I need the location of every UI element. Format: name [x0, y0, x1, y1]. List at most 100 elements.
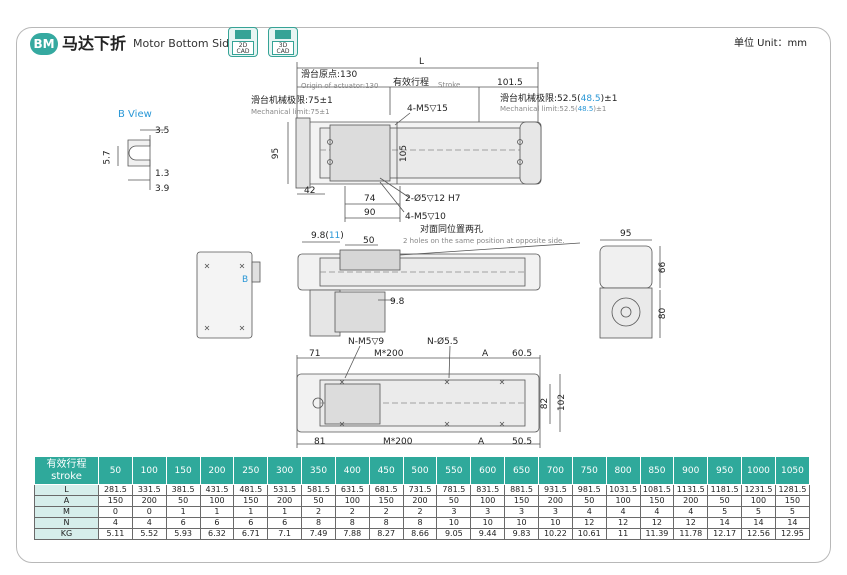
dim-1-3: 1.3 [155, 169, 170, 179]
table-cell: 2 [368, 506, 404, 518]
table-cell: 12.56 [741, 528, 776, 540]
table-cell: 8.66 [402, 528, 438, 540]
end-view-left [196, 251, 253, 339]
dim-9-8: 9.8 [390, 297, 405, 307]
bottom-motor [324, 383, 381, 425]
table-cell: 50 [707, 495, 743, 507]
cad-3d-button[interactable]: 3D CAD [268, 27, 298, 57]
stroke-column-header: 750 [571, 456, 607, 485]
table-cell: 1 [165, 506, 201, 518]
dim-9-8-11: 9.8(11) [311, 231, 344, 241]
mech-limit-left-cn: 滑台机械极限:75±1 [251, 96, 333, 106]
table-cell: 981.5 [571, 484, 607, 496]
table-cell: 14 [774, 517, 811, 529]
cad-2d-label: 2D CAD [232, 41, 254, 55]
table-cell: 3 [504, 506, 539, 518]
mech-limit-left-en: Mechanical limit:75±1 [251, 108, 330, 116]
stroke-column-header: 50 [98, 456, 133, 485]
dim-71: 71 [309, 349, 321, 359]
table-cell: 0 [131, 506, 167, 518]
dim-m-200-bottom: M*200 [383, 437, 413, 447]
table-cell: 12.17 [707, 528, 743, 540]
table-cell: 12 [571, 517, 607, 529]
b-view-title: B View [118, 109, 152, 120]
table-cell: 50 [436, 495, 472, 507]
table-cell: 5 [741, 506, 776, 518]
dim-5-7: 5.7 [102, 150, 113, 165]
table-cell: 12 [673, 517, 709, 529]
mech-limit-right-cn: 滑台机械极限:52.5(48.5)±1 [500, 94, 618, 104]
table-cell: 150 [504, 495, 539, 507]
dim-101-5: 101.5 [497, 78, 523, 88]
mount-hole [517, 159, 523, 165]
table-cell: 2 [334, 506, 370, 518]
tap-4-m5-15: 4-M5▽15 [407, 104, 448, 114]
table-cell: 50 [165, 495, 201, 507]
table-cell: 9.44 [470, 528, 506, 540]
table-cell: 12 [639, 517, 675, 529]
unit-label: 单位 Unit：mm [733, 38, 807, 49]
table-cell: 9.05 [436, 528, 472, 540]
table-cell: 6 [233, 517, 269, 529]
mount-hole [517, 139, 523, 145]
cad-2d-button[interactable]: 2D CAD [228, 27, 258, 57]
stroke-column-header: 550 [436, 456, 472, 485]
table-cell: 11 [605, 528, 641, 540]
table-cell: 100 [334, 495, 370, 507]
dim-90: 90 [364, 208, 376, 218]
table-cell: 2 [402, 506, 438, 518]
table-cell: 481.5 [233, 484, 269, 496]
mech-limit-right-en: Mechanical limit:52.5(48.5)±1 [500, 105, 607, 113]
table-cell: 3 [470, 506, 506, 518]
slider-block [329, 124, 391, 182]
table-cell: 1 [233, 506, 269, 518]
table-cell: 1031.5 [605, 484, 641, 496]
stroke-column-header: 900 [673, 456, 709, 485]
table-cell: 1 [267, 506, 303, 518]
tap-n-m5-9: N-M5▽9 [348, 337, 385, 347]
table-cell: 200 [131, 495, 167, 507]
motor-flange [599, 287, 653, 339]
dim-a-top: A [482, 349, 489, 359]
table-cell: 150 [233, 495, 269, 507]
table-cell: 100 [470, 495, 506, 507]
table-cell: 4 [131, 517, 167, 529]
stroke-column-header: 1050 [774, 456, 811, 485]
table-cell: 200 [402, 495, 438, 507]
dim-42: 42 [304, 186, 316, 196]
stroke-column-header: 450 [368, 456, 404, 485]
table-cell: 11.39 [639, 528, 675, 540]
dim-m-200-top: M*200 [374, 349, 404, 359]
dim-81: 81 [314, 437, 326, 447]
page-subtitle: Motor Bottom Side [133, 37, 236, 50]
disk-icon [275, 30, 291, 39]
page-title: 马达下折 [62, 34, 127, 53]
table-cell: 7.49 [301, 528, 336, 540]
stroke-column-header: 350 [301, 456, 336, 485]
hole-n-5-5: N-Ø5.5 [427, 337, 459, 347]
table-cell: 5 [774, 506, 811, 518]
table-cell: 150 [368, 495, 404, 507]
table-cell: 4 [673, 506, 709, 518]
origin-label-en: Origin of actuator:130 [301, 82, 379, 90]
table-cell: 10 [470, 517, 506, 529]
mount-hole [327, 159, 333, 165]
stroke-column-header: 700 [537, 456, 573, 485]
table-cell: 6 [199, 517, 235, 529]
row-label: A [34, 495, 99, 507]
stroke-column-header: 650 [504, 456, 539, 485]
stroke-label-cn: 有效行程 [393, 78, 430, 88]
table-cell: 1281.5 [774, 484, 811, 496]
dim-102: 102 [557, 393, 568, 412]
stroke-column-header: 150 [165, 456, 201, 485]
stroke-column-header: 250 [233, 456, 269, 485]
motor [334, 291, 386, 333]
row-label: N [34, 517, 99, 529]
table-cell: 1081.5 [639, 484, 675, 496]
stroke-column-header: 200 [199, 456, 235, 485]
table-cell: 581.5 [301, 484, 336, 496]
stroke-column-header: 1000 [741, 456, 776, 485]
row-label: L [34, 484, 99, 496]
